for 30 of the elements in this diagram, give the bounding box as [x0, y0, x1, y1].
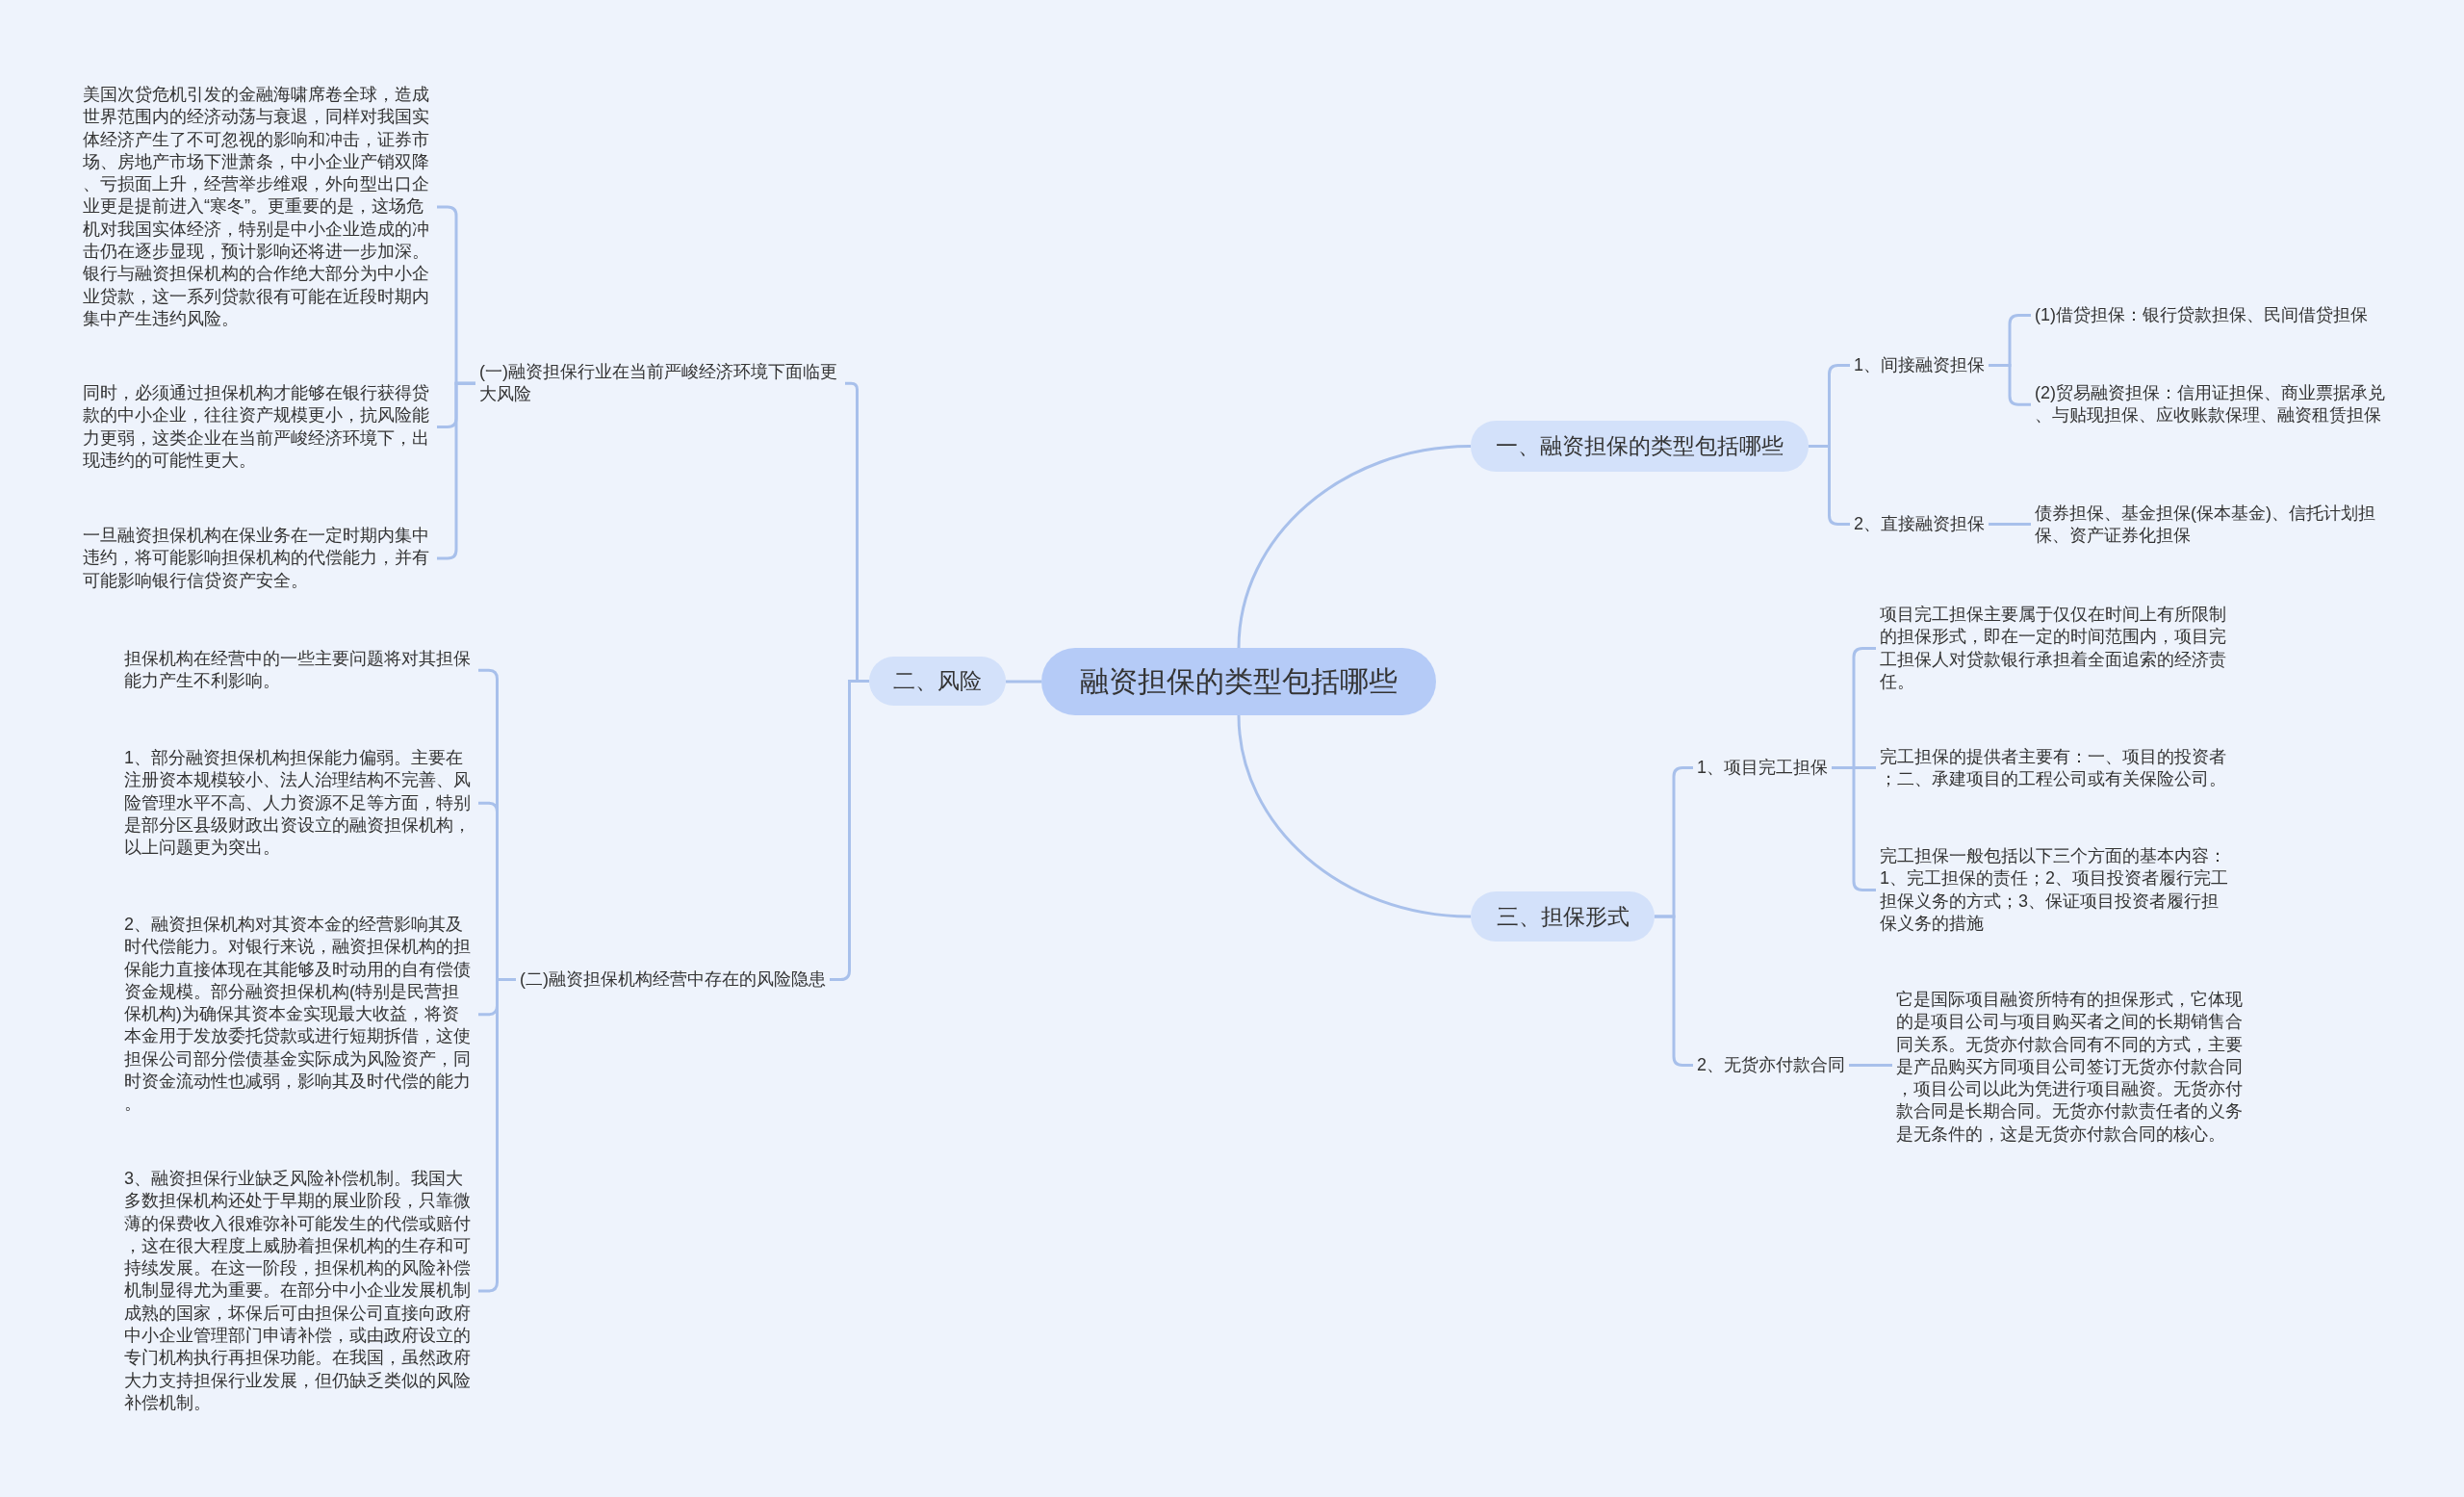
branch-topic: 二、风险: [869, 657, 1006, 706]
connector-line: [1849, 1064, 1892, 1068]
note-text: 一旦融资担保机构在保业务在一定时期内集中违约，将可能影响担保机构的代偿能力，并有可能影响银行信贷资产安全。: [79, 521, 437, 596]
subtopic-label: 2、直接融资担保: [1850, 509, 1989, 540]
subtopic-label: 1、间接融资担保: [1850, 350, 1989, 381]
note-text: (2)贸易融资担保：信用证担保、商业票据承兑、与贴现担保、应收账款保理、融资租赁担保: [2031, 378, 2389, 431]
note-text: 担保机构在经营中的一些主要问题将对其担保能力产生不利影响。: [120, 644, 478, 697]
subtopic-label: (一)融资担保行业在当前严峻经济环境下面临更大风险: [475, 357, 845, 410]
central-topic: 融资担保的类型包括哪些: [1041, 648, 1436, 715]
note-text: 它是国际项目融资所特有的担保形式，它体现的是项目公司与项目购买者之间的长期销售合同关系。无货亦付款合同有不同的方式，主要是产品购买方同项目公司签订无货亦付款合同，项目公司以此为凭进行项目融资。无货亦付款合同是长期合同。无货亦付款责任者的义务是无条件的，这是无货亦付款合同的核心。: [1892, 985, 2250, 1150]
subtopic-label: 1、项目完工担保: [1693, 753, 1832, 784]
connector-line: [1989, 523, 2031, 527]
subtopic-label: (二)融资担保机构经营中存在的风险隐患: [516, 965, 830, 995]
note-text: 1、部分融资担保机构担保能力偏弱。主要在注册资本规模较小、法人治理结构不完善、风险管理水平不高、人力资源不足等方面，特别是部分区县级财政出资设立的融资担保机构，以上问题更为突出。: [120, 743, 478, 864]
note-text: 债券担保、基金担保(保本基金)、信托计划担保、资产证券化担保: [2031, 499, 2389, 552]
subtopic-label: 2、无货亦付款合同: [1693, 1050, 1849, 1081]
note-text: 完工担保一般包括以下三个方面的基本内容：1、完工担保的责任；2、项目投资者履行完工担保义务的方式；3、保证项目投资者履行担保义务的措施: [1876, 841, 2234, 940]
connector-line: [1237, 714, 1472, 918]
note-text: 同时，必须通过担保机构才能够在银行获得贷款的中小企业，往往资产规模更小，抗风险能力更弱，这类企业在当前严峻经济环境下，出现违约的可能性更大。: [79, 378, 437, 477]
note-text: 完工担保的提供者主要有：一、项目的投资者；二、承建项目的工程公司或有关保险公司。: [1876, 742, 2234, 795]
branch-topic: 一、融资担保的类型包括哪些: [1471, 421, 1809, 472]
connector-line: [1237, 445, 1472, 649]
connector-line: [1006, 680, 1041, 684]
subtopic-label: (1)借贷担保：银行贷款担保、民间借贷担保: [2031, 300, 2372, 331]
note-text: 2、融资担保机构对其资本金的经营影响其及时代偿能力。对银行来说，融资担保机构的担保能力直接体现在其能够及时动用的自有偿债资金规模。部分融资担保机构(特别是民营担保机构)为确保其资本金实现最大收益，将资本金用于发放委托贷款或进行短期拆借，这使担保公司部分偿债基金实际成为风险资产，同时资金流动性也减弱，影响其及时代偿的能力。: [120, 910, 478, 1120]
note-text: 项目完工担保主要属于仅仅在时间上有所限制的担保形式，即在一定的时间范围内，项目完工担保人对贷款银行承担着全面追索的经济责任。: [1876, 600, 2234, 698]
note-text: 3、融资担保行业缺乏风险补偿机制。我国大多数担保机构还处于早期的展业阶段，只靠微薄的保费收入很难弥补可能发生的代偿或赔付，这在很大程度上威胁着担保机构的生存和可持续发展。在这一阶段，担保机构的风险补偿机制显得尤为重要。在部分中小企业发展机制成熟的国家，坏保后可由担保公司直接向政府中小企业管理部门申请补偿，或由政府设立的专门机构执行再担保功能。在我国，虽然政府大力支持担保行业发展，但仍缺乏类似的风险补偿机制。: [120, 1164, 478, 1419]
connector-line: [1989, 364, 2031, 406]
note-text: 美国次贷危机引发的金融海啸席卷全球，造成世界范围内的经济动荡与衰退，同样对我国实体经济产生了不可忽视的影响和冲击，证券市场、房地产市场下泄萧条，中小企业产销双降、亏损面上升，经营举步维艰，外向型出口企业更是提前进入“寒冬”。更重要的是，这场危机对我国实体经济，特别是中小企业造成的冲击仍在逐步显现，预计影响还将进一步加深。银行与融资担保机构的合作绝大部分为中小企业贷款，这一系列贷款很有可能在近段时期内集中产生违约风险。: [79, 80, 437, 335]
branch-topic: 三、担保形式: [1471, 891, 1655, 942]
